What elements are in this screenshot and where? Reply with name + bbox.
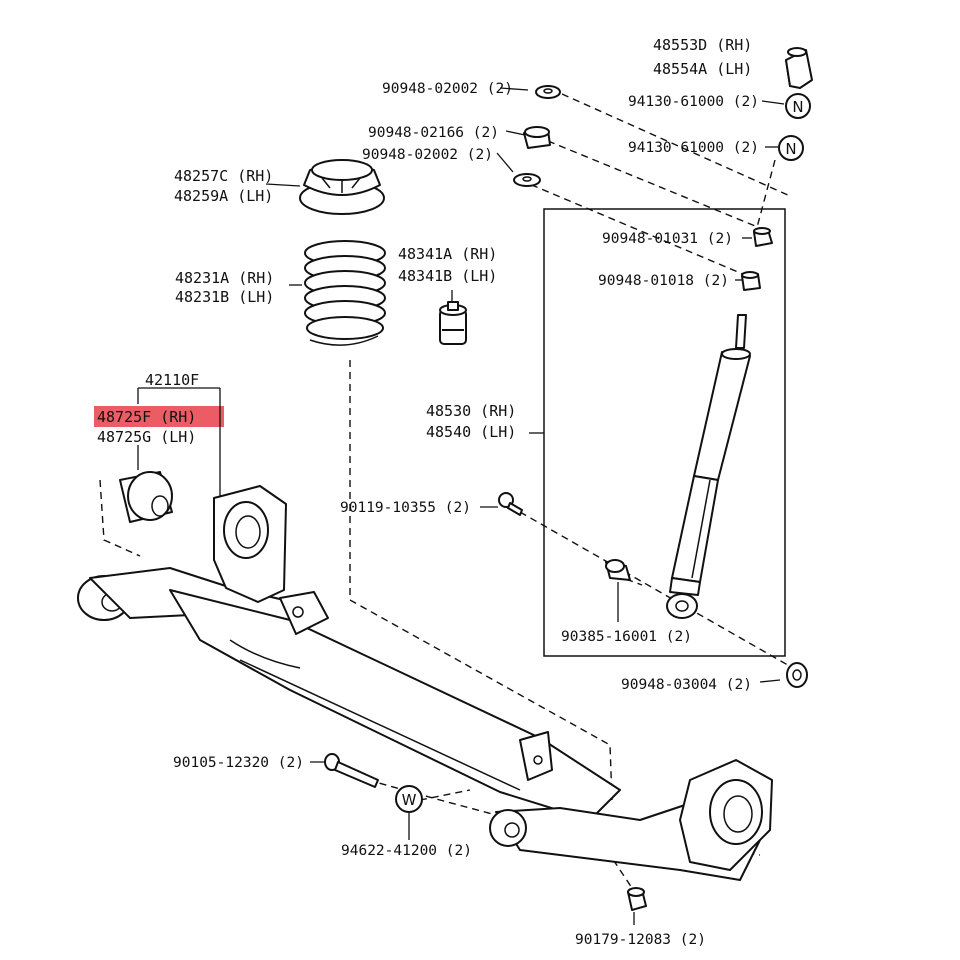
label-stopper-lh: 48341B (LH) [398,267,497,285]
part-highlight [94,406,224,427]
label-spring-lh: 48231B (LH) [175,288,274,306]
washer-symbol: W [395,785,423,813]
washer-symbol-label: W [402,791,417,809]
label-cushion-01031: 90948-01031 (2) [602,231,733,247]
label-washer-02002-a: 90948-02002 (2) [382,81,513,97]
label-bushing-rh: 48725F (RH) [97,408,196,426]
bolt-12083 [627,887,647,911]
nut-symbol-label: N [785,140,796,158]
shock-absorber [666,314,751,619]
label-washer-03004: 90948-03004 (2) [621,677,752,693]
label-nut-41200: 94622-41200 (2) [341,843,472,859]
coil-spring [304,240,386,346]
label-absorber-rh: 48530 (RH) [426,402,516,420]
label-cushion-01018: 90948-01018 (2) [598,273,729,289]
label-nut-top-1: 94130-61000 (2) [628,94,759,110]
bolt-12320 [324,753,379,788]
washer-03004 [786,662,808,688]
label-washer-02166: 90948-02166 (2) [368,125,499,141]
label-bumper-lh: 48554A (LH) [653,60,752,78]
bump-stopper [439,301,467,345]
bushing-16001 [605,559,631,581]
bump-stopper-cap [785,47,813,89]
label-washer-02002-b: 90948-02002 (2) [362,147,493,163]
bolt-10355 [498,492,523,516]
spring-insulator [299,159,385,215]
label-bolt-12320: 90105-12320 (2) [173,755,304,771]
label-bolt-12083: 90179-12083 (2) [575,932,706,948]
part-labels: 48553D (RH) 48554A (LH) 94130-61000 (2) … [97,36,759,948]
upper-cushions [741,227,773,291]
label-bolt-10355: 90119-10355 (2) [340,500,471,516]
beam-bushing [119,471,173,523]
washer-icons [513,85,561,187]
nut-symbol-1: N [785,93,811,119]
label-bumper-rh: 48553D (RH) [653,36,752,54]
label-insulator-lh: 48259A (LH) [174,187,273,205]
label-insulator-rh: 48257C (RH) [174,167,273,185]
label-absorber-lh: 48540 (LH) [426,423,516,441]
label-bushing-lh: 48725G (LH) [97,428,196,446]
axle-beam [77,485,773,881]
label-spring-rh: 48231A (RH) [175,269,274,287]
label-stopper-rh: 48341A (RH) [398,245,497,263]
label-bushing-16001: 90385-16001 (2) [561,629,692,645]
nut-symbol-label: N [792,98,803,116]
nut-symbol-2: N [778,135,804,161]
label-nut-top-2: 94130 61000 (2) [628,140,759,156]
label-beam: 42110F [145,371,199,389]
